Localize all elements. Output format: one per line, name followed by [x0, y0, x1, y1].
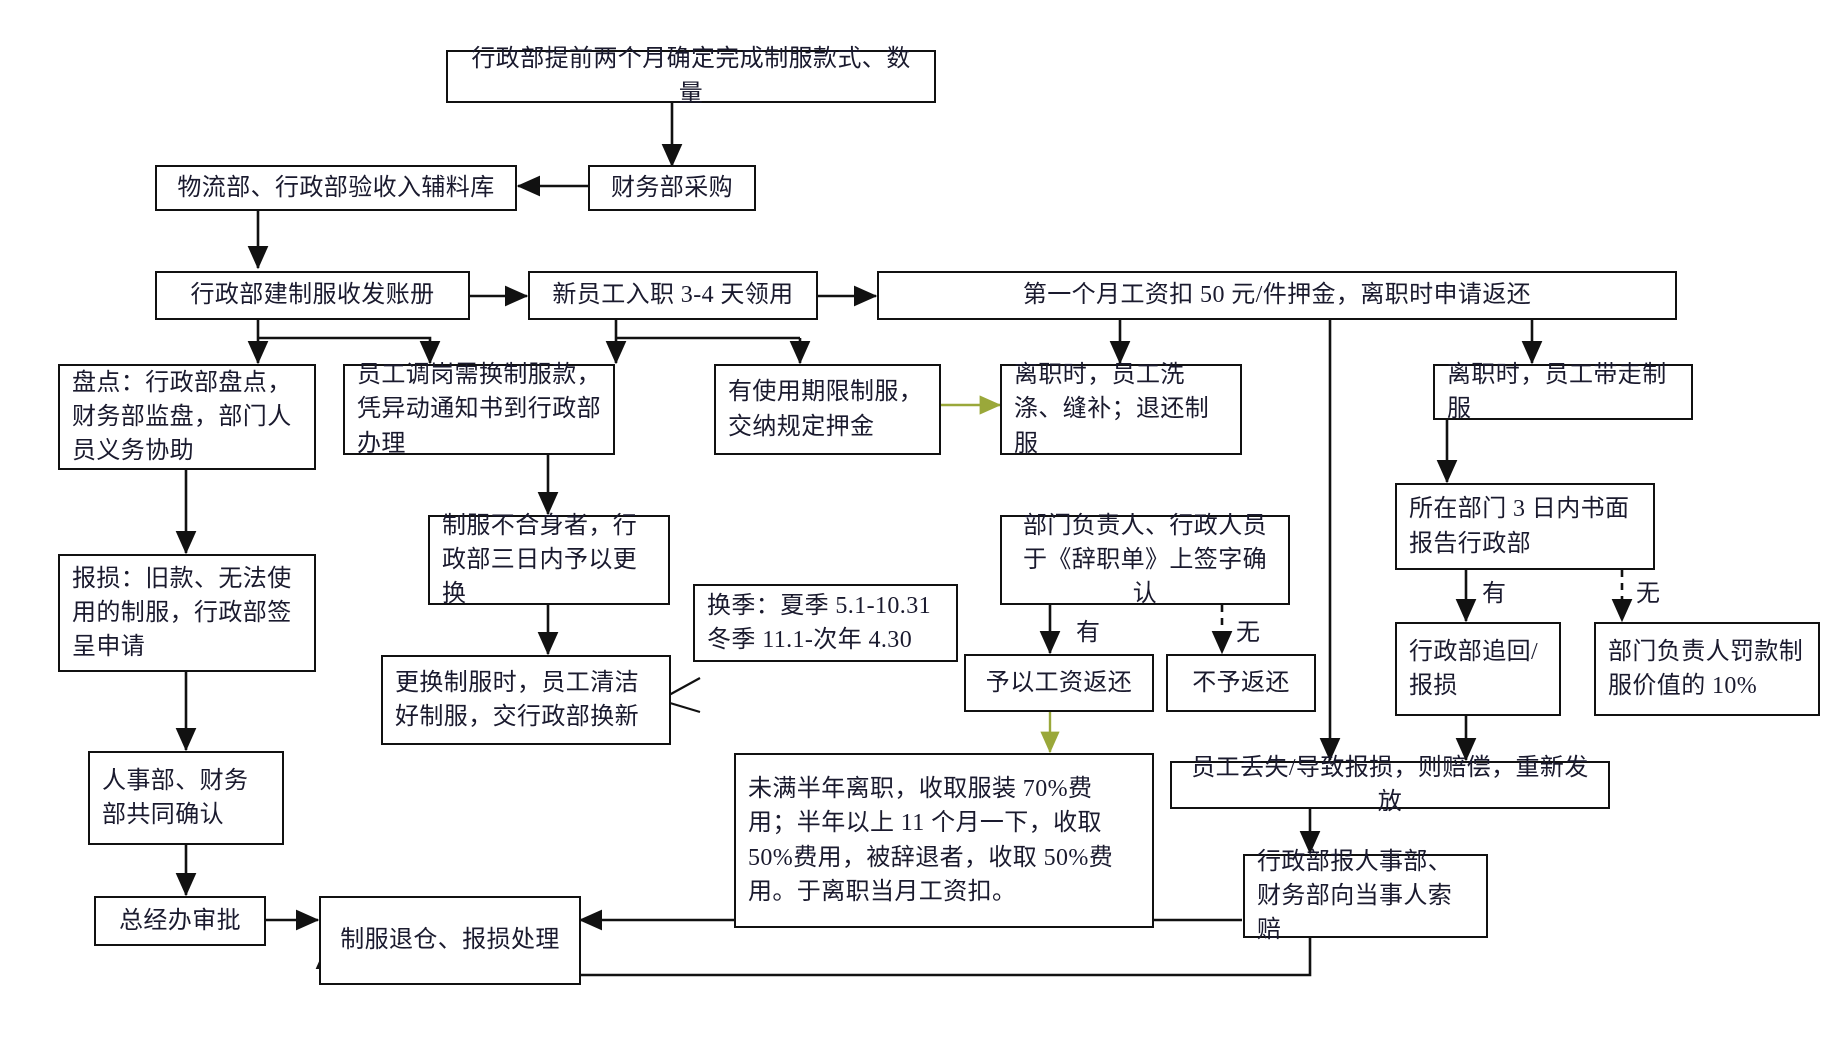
node-misfit-replace[interactable]: 制服不合身者，行政部三日内予以更换 — [428, 513, 670, 607]
node-return-warehouse[interactable]: 制服退仓、报损处理 — [319, 896, 581, 985]
node-scrap-apply[interactable]: 报损：旧款、无法使用的制服，行政部签呈申请 — [58, 554, 316, 672]
node-clean-exchange[interactable]: 更换制服时，员工清洁好制服，交行政部换新 — [381, 655, 671, 745]
node-transfer-change[interactable]: 员工调岗需换制服款，凭异动通知书到行政部办理 — [343, 362, 615, 457]
node-ledger[interactable]: 行政部建制服收发账册 — [155, 271, 470, 320]
node-hr-finance-confirm[interactable]: 人事部、财务部共同确认 — [88, 751, 284, 845]
node-finance-purchase[interactable]: 财务部采购 — [588, 165, 756, 211]
node-term-deposit[interactable]: 有使用期限制服，交纳规定押金 — [714, 364, 941, 455]
node-resign-keep[interactable]: 离职时，员工带走制服 — [1433, 362, 1693, 422]
node-resign-return[interactable]: 离职时，员工洗涤、缝补；退还制服 — [1000, 362, 1242, 457]
node-uniform-plan[interactable]: 行政部提前两个月确定完成制服款式、数量 — [446, 46, 936, 107]
node-gm-approval[interactable]: 总经办审批 — [94, 896, 266, 946]
node-salary-refund[interactable]: 予以工资返还 — [964, 654, 1154, 712]
edge-label-resign-yes: 有 — [1076, 620, 1100, 646]
node-dept-report[interactable]: 所在部门 3 日内书面报告行政部 — [1395, 483, 1655, 570]
node-season-change[interactable]: 换季：夏季 5.1-10.31 冬季 11.1-次年 4.30 — [693, 584, 958, 662]
node-claim[interactable]: 行政部报人事部、财务部向当事人索赔 — [1243, 849, 1488, 943]
node-new-employee[interactable]: 新员工入职 3-4 天领用 — [528, 271, 818, 320]
node-admin-recover[interactable]: 行政部追回/ 报损 — [1395, 622, 1561, 716]
node-resign-form-sign[interactable]: 部门负责人、行政人员于《辞职单》上签字确认 — [1000, 513, 1290, 607]
node-fee-rules[interactable]: 未满半年离职，收取服装 70%费用；半年以上 11 个月一下，收取 50%费用，… — [734, 753, 1154, 928]
node-inventory-check[interactable]: 盘点：行政部盘点，财务部监盘，部门人员义务协助 — [58, 364, 316, 470]
node-no-refund[interactable]: 不予返还 — [1166, 654, 1316, 712]
node-manager-fine[interactable]: 部门负责人罚款制服价值的 10% — [1594, 622, 1820, 716]
node-loss-compensate[interactable]: 员工丢失/导致报损，则赔偿，重新发放 — [1170, 755, 1610, 815]
node-logistics-receive[interactable]: 物流部、行政部验收入辅料库 — [155, 165, 517, 211]
edge-label-report-no: 无 — [1636, 581, 1660, 607]
edge-label-report-yes: 有 — [1482, 581, 1506, 607]
node-deposit[interactable]: 第一个月工资扣 50 元/件押金，离职时申请返还 — [877, 271, 1677, 320]
edge-label-resign-no: 无 — [1236, 620, 1260, 646]
